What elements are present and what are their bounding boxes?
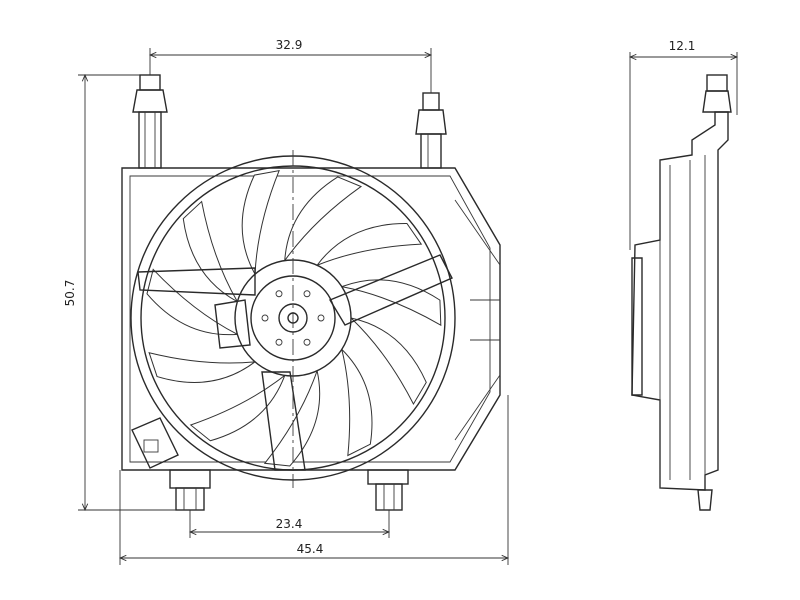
hub-bolt bbox=[303, 290, 311, 298]
side-view bbox=[631, 74, 732, 511]
dim-label-overall-height: 50.7 bbox=[63, 280, 77, 307]
hub-bolt bbox=[261, 314, 269, 322]
dimension-overall-height: 50.7 bbox=[63, 75, 176, 510]
dimension-overall-width: 45.4 bbox=[120, 395, 508, 565]
side-profile bbox=[631, 111, 729, 491]
fan-blade bbox=[148, 352, 256, 383]
fan-blades bbox=[146, 169, 442, 467]
shroud-inner-outline bbox=[129, 175, 491, 463]
dim-label-bottom-mount: 23.4 bbox=[276, 517, 303, 531]
motor-hub bbox=[214, 259, 352, 377]
dim-label-side-depth: 12.1 bbox=[669, 39, 696, 53]
fan-blade bbox=[241, 169, 280, 275]
hub-bolt bbox=[275, 338, 283, 346]
bottom-left-mount bbox=[169, 469, 211, 511]
fan-blade bbox=[341, 279, 442, 327]
dimension-bottom-mount-spacing: 23.4 bbox=[190, 510, 389, 538]
shroud-outline bbox=[121, 167, 501, 471]
bottom-right-mount bbox=[367, 469, 409, 511]
hub-bolt bbox=[317, 314, 325, 322]
fan-blade bbox=[284, 176, 363, 261]
dim-label-top-mount: 32.9 bbox=[276, 38, 303, 52]
hub-bolts bbox=[261, 290, 325, 346]
fan-blade bbox=[263, 370, 321, 467]
fan-blade bbox=[350, 317, 427, 406]
fan-blade bbox=[341, 349, 373, 457]
hub-bolt bbox=[303, 338, 311, 346]
side-profile-lines bbox=[659, 155, 706, 488]
fan-blade bbox=[182, 200, 238, 303]
fan-blade bbox=[316, 223, 423, 266]
top-left-mount bbox=[132, 74, 168, 169]
electrical-connector bbox=[131, 417, 179, 469]
fan-blade bbox=[146, 268, 238, 336]
motor-struts bbox=[137, 254, 453, 471]
dimension-top-mount-spacing: 32.9 bbox=[150, 38, 431, 93]
front-view bbox=[121, 74, 501, 511]
shroud-ribs bbox=[454, 199, 501, 441]
dimension-side-depth: 12.1 bbox=[630, 39, 737, 250]
top-right-mount bbox=[415, 92, 447, 169]
hub-bolt bbox=[275, 290, 283, 298]
dim-label-overall-width: 45.4 bbox=[297, 542, 324, 556]
fan-blade bbox=[189, 375, 286, 442]
